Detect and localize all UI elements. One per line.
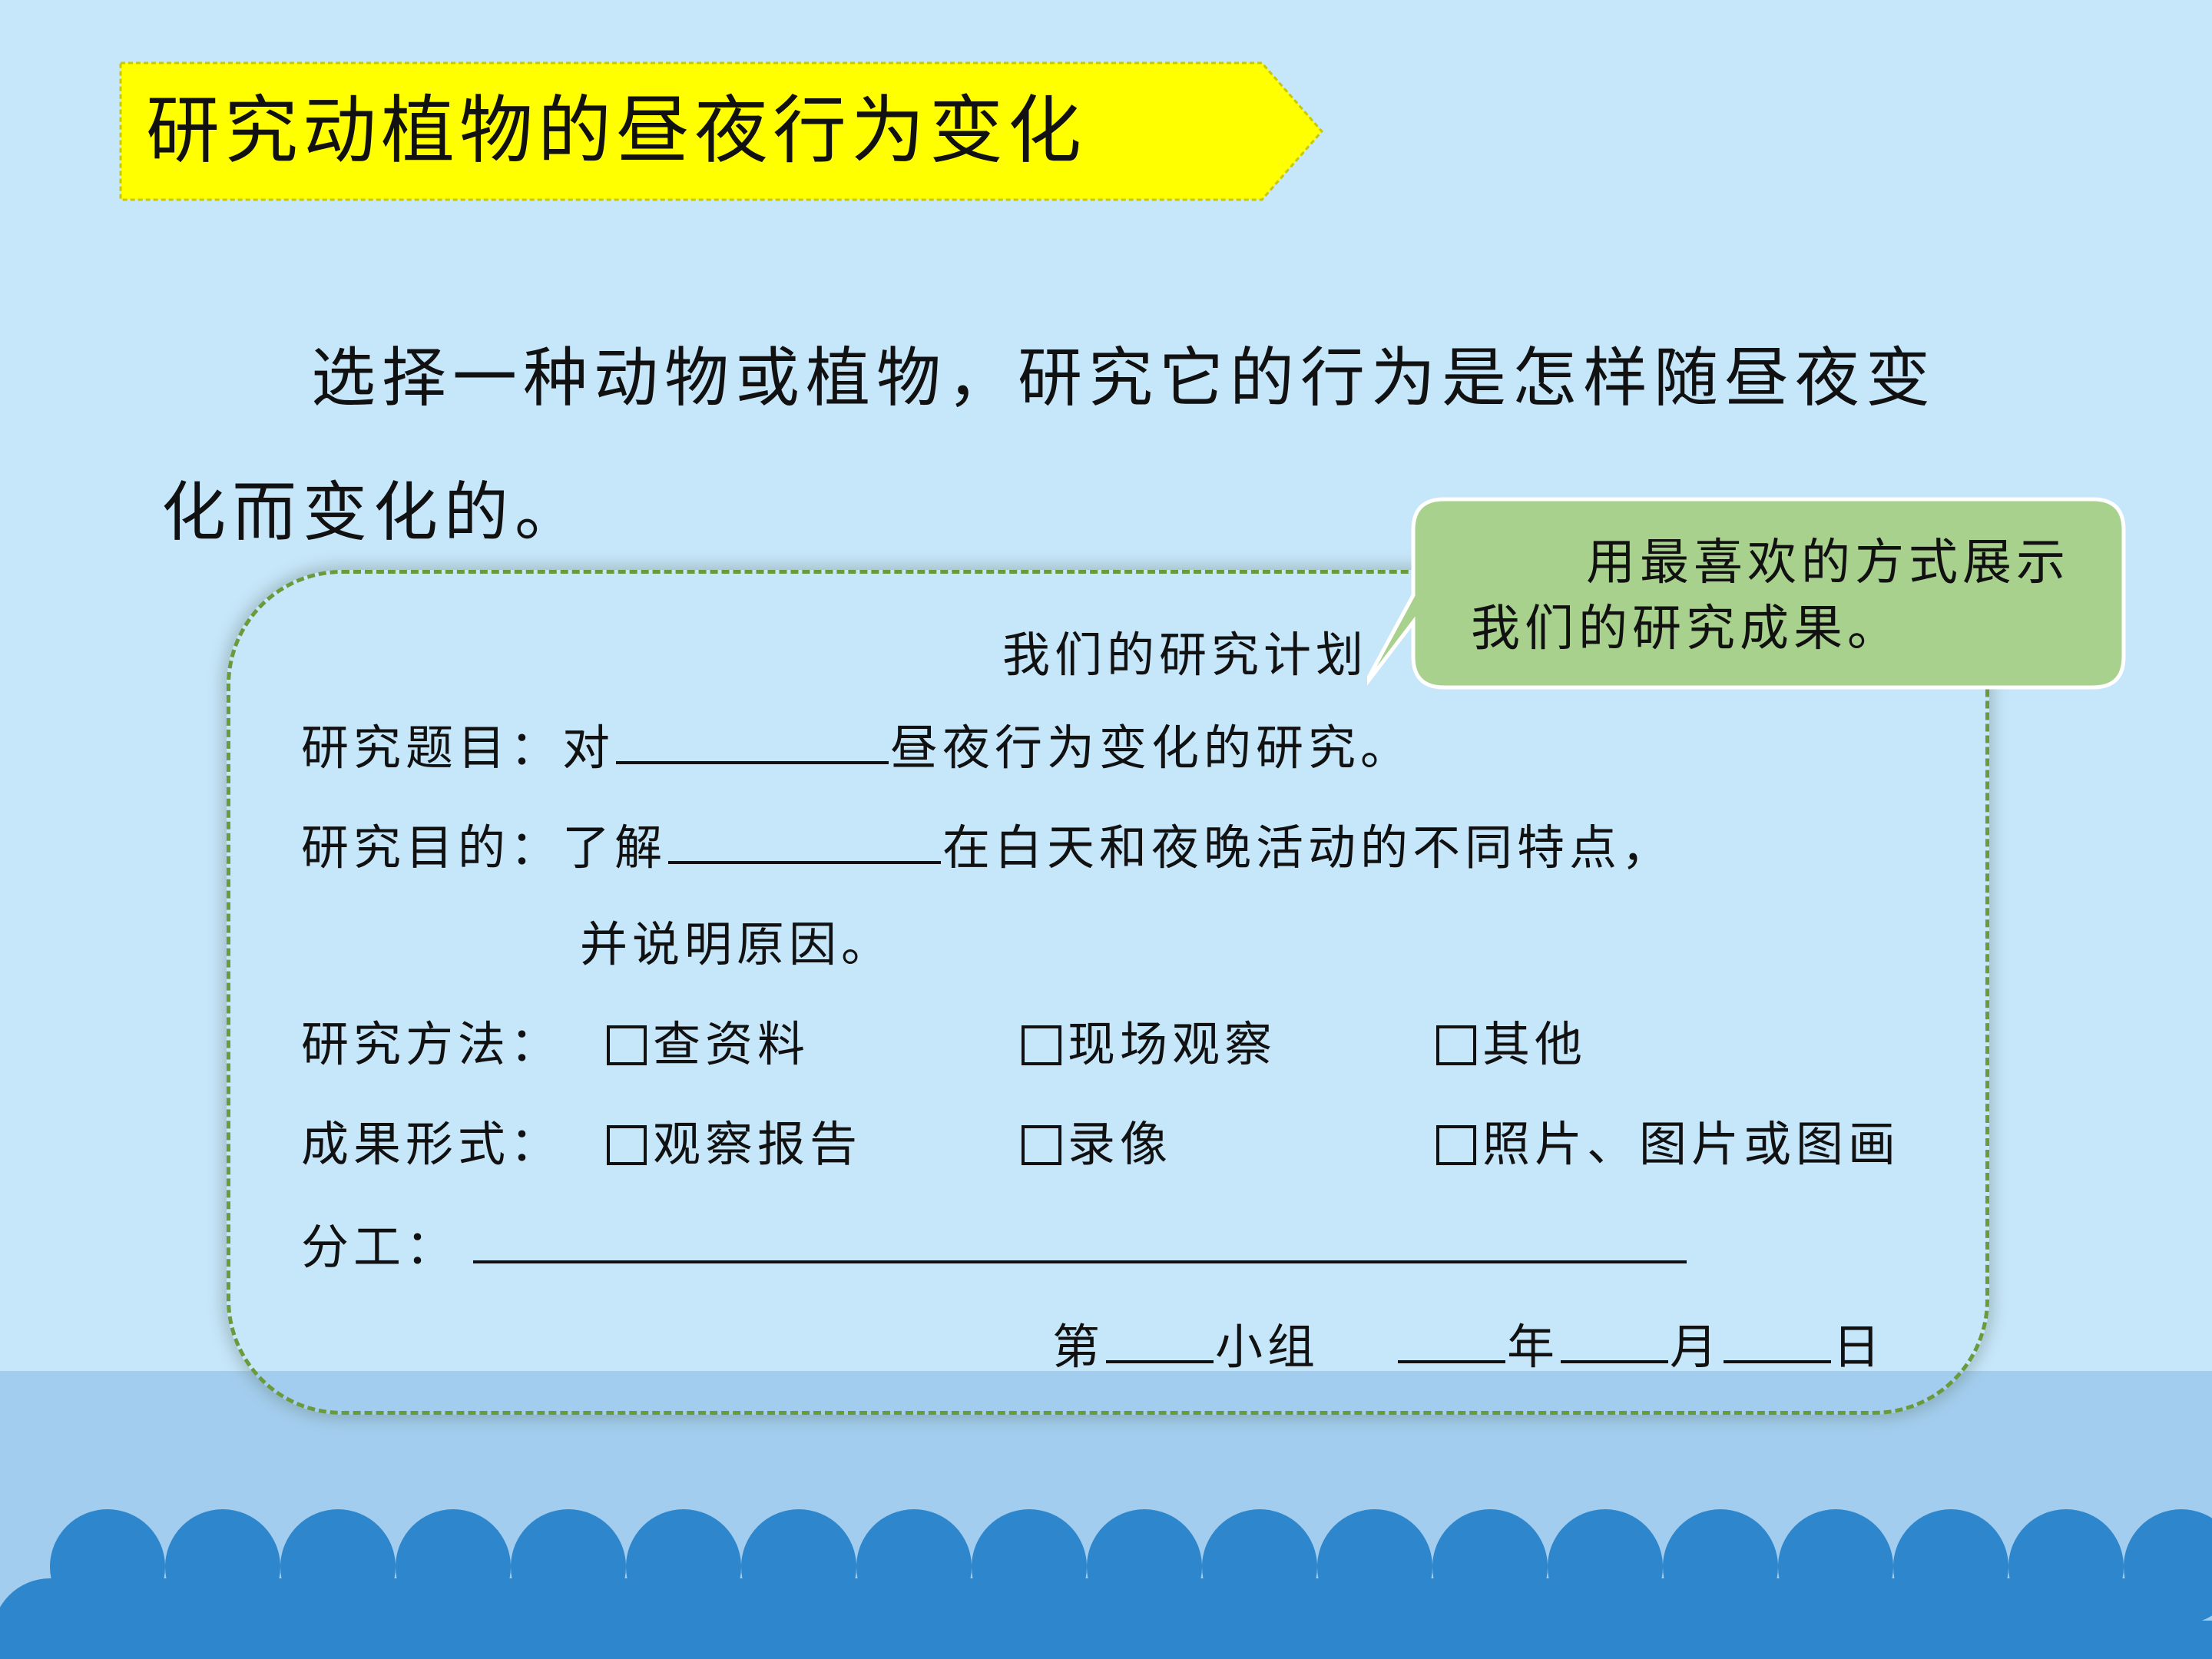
purpose-row: 研究目的：了解 在白天和夜晚活动的不同特点， <box>301 818 1674 875</box>
division-blank[interactable] <box>473 1217 1687 1263</box>
month-blank[interactable] <box>1561 1317 1669 1363</box>
method-label: 研究方法： <box>301 1016 563 1072</box>
intro-line-2: 化而变化的。 <box>161 475 586 550</box>
result-option-photos[interactable]: 照片、图片或图画 <box>1436 1118 1900 1171</box>
result-label: 成果形式： <box>301 1116 563 1172</box>
wave-decoration <box>0 1509 2212 1659</box>
intro-line-1: 选择一种动物或植物，研究它的行为是怎样随昼夜变 <box>311 340 1937 416</box>
topic-prefix: 对 <box>562 720 615 776</box>
purpose-suffix: 在白天和夜晚活动的不同特点， <box>942 820 1674 876</box>
method-option-documents[interactable]: 查资料 <box>607 1018 810 1071</box>
group-prefix: 第 <box>1052 1319 1105 1375</box>
purpose-label: 研究目的： <box>301 820 563 876</box>
year-blank[interactable] <box>1398 1317 1506 1363</box>
callout-line-1: 用最喜欢的方式展示 <box>1586 535 2070 591</box>
group-date-row: 第 小组 年 月 日 <box>1052 1317 1885 1374</box>
division-row: 分工： <box>301 1217 1688 1274</box>
purpose-line-2: 并说明原因。 <box>580 916 894 972</box>
topic-blank[interactable] <box>616 718 889 764</box>
callout-bubble: 用最喜欢的方式展示 我们的研究成果。 <box>1367 495 2135 695</box>
research-plan-card <box>227 570 1989 1415</box>
topic-label: 研究题目： <box>301 720 563 776</box>
division-label: 分工： <box>301 1219 459 1275</box>
callout-line-2: 我们的研究成果。 <box>1471 601 1901 657</box>
day-blank[interactable] <box>1724 1317 1832 1363</box>
page-title: 研究动植物的昼夜行为变化 <box>146 88 1086 174</box>
method-option-other[interactable]: 其他 <box>1436 1018 1587 1071</box>
year-label: 年 <box>1507 1319 1560 1375</box>
intro-paragraph: 选择一种动物或植物，研究它的行为是怎样随昼夜变 化而变化的。 <box>161 311 2035 580</box>
checkbox-icon[interactable] <box>1022 1125 1061 1165</box>
checkbox-icon[interactable] <box>1436 1025 1476 1065</box>
method-option-field-observation[interactable]: 现场观察 <box>1022 1018 1277 1071</box>
purpose-prefix: 了解 <box>562 820 667 876</box>
group-suffix: 小组 <box>1215 1319 1320 1375</box>
checkbox-icon[interactable] <box>1022 1025 1061 1065</box>
checkbox-icon[interactable] <box>607 1125 647 1165</box>
result-option-report[interactable]: 观察报告 <box>607 1118 862 1171</box>
topic-row: 研究题目：对 昼夜行为变化的研究。 <box>301 718 1412 775</box>
checkbox-icon[interactable] <box>607 1025 647 1065</box>
result-option-video[interactable]: 录像 <box>1022 1118 1172 1171</box>
research-plan-title: 我们的研究计划 <box>1002 627 1369 683</box>
month-label: 月 <box>1670 1319 1723 1375</box>
checkbox-icon[interactable] <box>1436 1125 1476 1165</box>
title-banner: 研究动植物的昼夜行为变化 <box>119 61 1325 201</box>
group-number-blank[interactable] <box>1106 1317 1214 1363</box>
purpose-blank[interactable] <box>668 818 942 864</box>
topic-suffix: 昼夜行为变化的研究。 <box>890 720 1413 776</box>
day-label: 日 <box>1833 1319 1886 1375</box>
